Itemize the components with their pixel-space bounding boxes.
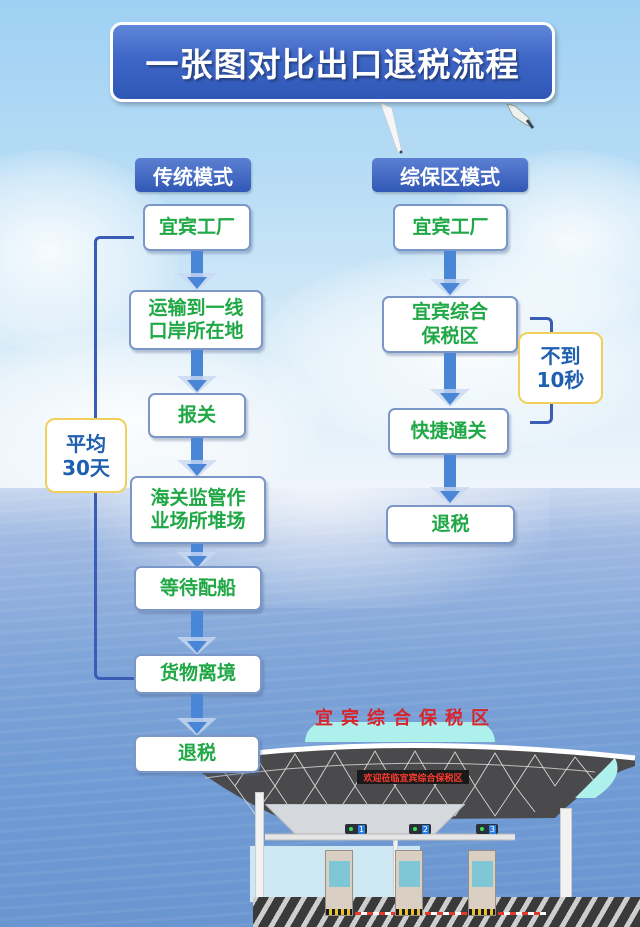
traditional-step-customs-yard: 海关监管作 业场所堆场 xyxy=(130,476,266,544)
page-title-banner: 一张图对比出口退税流程 xyxy=(110,22,555,102)
flow-arrow-icon xyxy=(177,694,217,736)
toll-booth xyxy=(395,850,423,916)
bonded-zone-mode-header: 综保区模式 xyxy=(372,158,528,192)
gate-sign-band xyxy=(305,722,495,742)
flow-arrow-icon xyxy=(430,353,470,409)
lane-indicator-3: 3 xyxy=(476,824,498,834)
traditional-step-tax-refund: 退税 xyxy=(134,735,260,773)
toll-booth xyxy=(325,850,353,916)
flow-arrow-icon xyxy=(177,251,217,291)
bonded-step-factory: 宜宾工厂 xyxy=(393,204,508,251)
gate-sign-text: 宜宾综合保税区 xyxy=(315,708,497,729)
traditional-duration-badge: 平均 30天 xyxy=(45,418,127,493)
bonded-step-bonded-zone: 宜宾综合 保税区 xyxy=(382,296,518,353)
flow-arrow-icon xyxy=(177,350,217,394)
bonded-step-tax-refund: 退税 xyxy=(386,505,515,544)
led-welcome-banner: 欢迎莅临宜宾综合保税区 xyxy=(357,770,469,784)
lane-barrier xyxy=(355,912,395,915)
lane-barrier xyxy=(425,912,467,915)
flow-arrow-icon xyxy=(177,438,217,478)
traditional-mode-header: 传统模式 xyxy=(135,158,251,192)
lane-indicator-1: 1 xyxy=(345,824,367,834)
bonded-duration-badge: 不到 10秒 xyxy=(518,332,603,404)
lane-barrier xyxy=(498,912,546,915)
flow-arrow-icon xyxy=(177,611,217,655)
traditional-step-transport-to-port: 运输到一线 口岸所在地 xyxy=(129,290,263,350)
lane-indicator-2: 2 xyxy=(409,824,431,834)
bonded-zone-gate-illustration: 宜宾综合保税区 欢迎莅临宜宾综合保税区 1 2 3 xyxy=(195,700,640,927)
traditional-step-goods-departure: 货物离境 xyxy=(134,654,262,694)
traditional-step-factory: 宜宾工厂 xyxy=(143,204,251,251)
traditional-step-customs-declaration: 报关 xyxy=(148,393,246,438)
toll-booth xyxy=(468,850,496,916)
bonded-step-fast-clearance: 快捷通关 xyxy=(388,408,509,455)
traditional-step-await-shipping: 等待配船 xyxy=(134,566,262,611)
flow-arrow-icon xyxy=(430,455,470,507)
flow-arrow-icon xyxy=(177,544,217,570)
flow-arrow-icon xyxy=(430,251,470,297)
page-title: 一张图对比出口退税流程 xyxy=(145,45,520,84)
seagull-icon xyxy=(379,101,403,154)
seagull-icon xyxy=(506,103,535,129)
